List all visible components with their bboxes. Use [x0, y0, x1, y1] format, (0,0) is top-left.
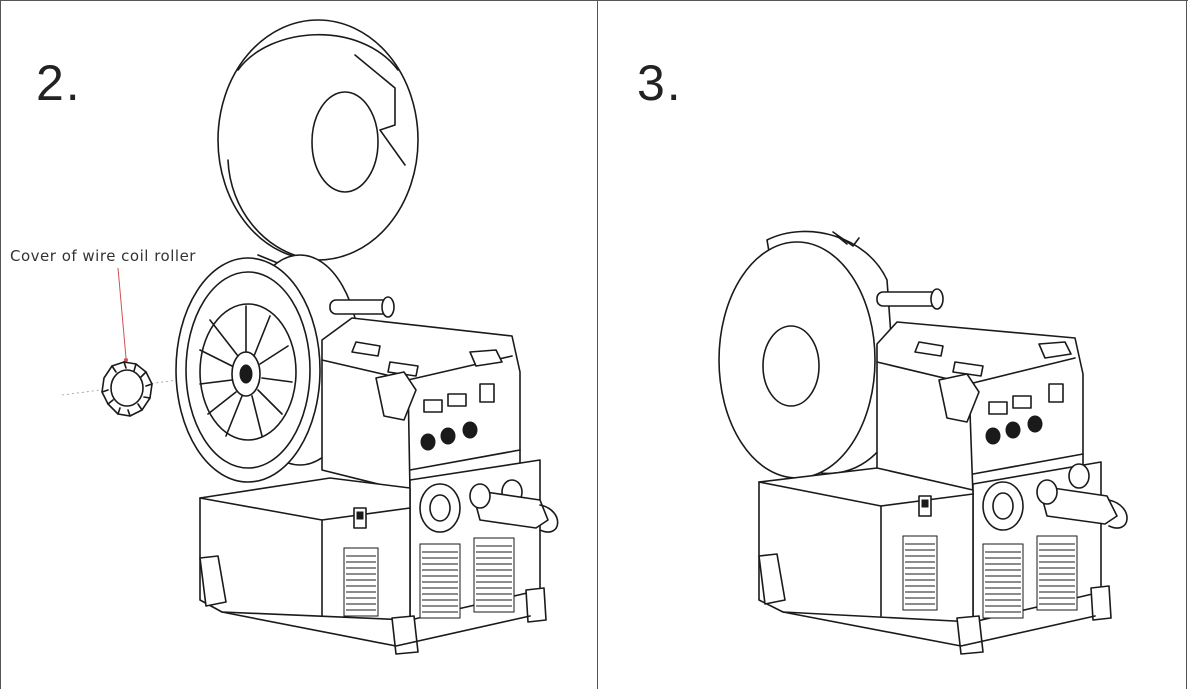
- vent-grille-left: [343, 547, 379, 617]
- open-lid: [217, 19, 419, 269]
- step-3-number: 3.: [637, 55, 683, 111]
- frame-top-border: [0, 0, 1188, 1]
- welder-machine-closed: [758, 321, 1128, 655]
- vent-grille-right: [419, 537, 515, 619]
- callout-leader-line: [117, 267, 127, 359]
- step-3-panel: 3.: [597, 0, 1188, 689]
- closed-spool-cover: [718, 230, 944, 479]
- step-2-illustration: [61, 19, 559, 655]
- step-2-number: 2.: [36, 55, 82, 111]
- panel-divider: [597, 0, 598, 689]
- step-3-illustration: [718, 230, 1128, 655]
- cover-callout-label: Cover of wire coil roller: [10, 247, 196, 265]
- knob-cover: [101, 361, 153, 417]
- welder-machine: [199, 317, 559, 655]
- step-2-panel: 2. Cover of wire coil roller: [10, 19, 559, 655]
- frame-right-border: [1186, 0, 1187, 689]
- vent-grille-left-closed: [902, 535, 938, 611]
- frame-left-border: [0, 0, 1, 689]
- vent-grille-right-closed: [982, 535, 1078, 619]
- callout-leader-dot: [124, 358, 128, 362]
